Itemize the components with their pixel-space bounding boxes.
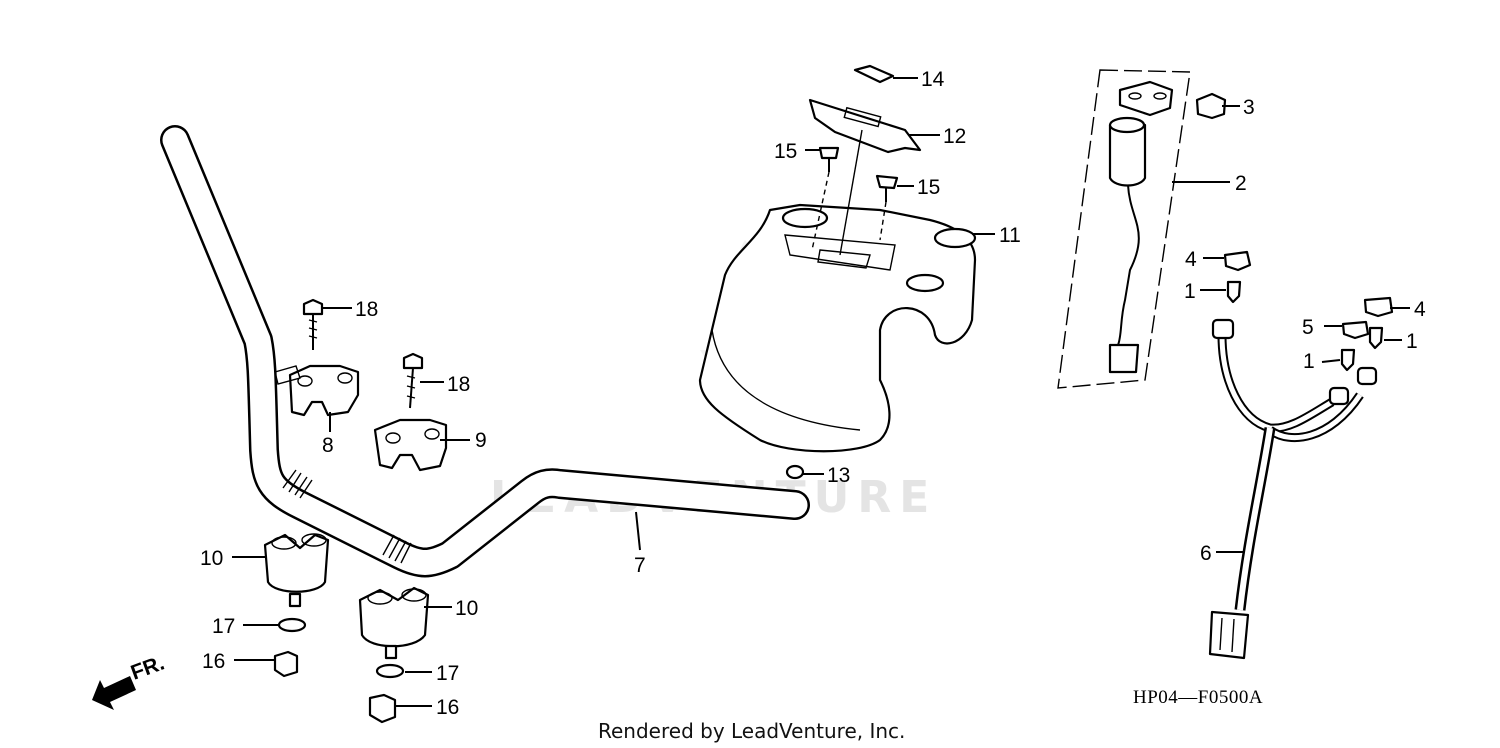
washer-17a[interactable]: [277, 617, 307, 633]
screw-15b[interactable]: [875, 174, 899, 202]
nut-16a[interactable]: [273, 650, 299, 678]
handlebar-cover-11[interactable]: [698, 203, 977, 453]
callout-16b: 16: [436, 696, 459, 719]
callout-1c: 1: [1303, 350, 1315, 373]
callout-17a: 17: [212, 615, 235, 638]
grommet-13[interactable]: [785, 464, 805, 480]
front-arrow-icon: FR.: [92, 652, 167, 710]
callout-11: 11: [999, 224, 1021, 247]
callout-9: 9: [475, 429, 487, 452]
leader-lines: [232, 77, 1410, 707]
diagram-code: HP04—F0500A: [1133, 687, 1263, 708]
front-label: FR.: [128, 652, 168, 685]
callout-15a: 15: [774, 140, 797, 163]
callout-16a: 16: [202, 650, 225, 673]
upper-holder-9[interactable]: [373, 418, 448, 472]
lower-holder-10b[interactable]: [358, 586, 430, 660]
washer-17b[interactable]: [375, 663, 405, 679]
socket-5[interactable]: [1341, 320, 1370, 340]
callout-10b: 10: [455, 597, 478, 620]
credit-text: Rendered by LeadVenture, Inc.: [598, 719, 905, 743]
upper-holder-8[interactable]: [274, 364, 360, 417]
cover-lid-12[interactable]: [808, 98, 922, 154]
bolt-18a[interactable]: [302, 298, 324, 350]
ignition-switch-2[interactable]: [1057, 69, 1191, 389]
lower-holder-10a[interactable]: [263, 533, 330, 608]
callout-18b: 18: [447, 373, 470, 396]
callout-1b: 1: [1406, 330, 1418, 353]
callout-18a: 18: [355, 298, 378, 321]
callout-13: 13: [827, 464, 850, 487]
cap-14[interactable]: [853, 64, 895, 84]
callout-12: 12: [943, 125, 966, 148]
callout-8: 8: [322, 434, 334, 457]
callout-4b: 4: [1414, 298, 1426, 321]
callout-1a: 1: [1184, 280, 1196, 303]
callout-5: 5: [1302, 316, 1314, 339]
nut-16b[interactable]: [368, 693, 397, 724]
bulb-1a[interactable]: [1226, 280, 1242, 304]
socket-4b[interactable]: [1363, 296, 1394, 318]
callout-14: 14: [921, 68, 945, 91]
switch-knob-3[interactable]: [1195, 92, 1227, 120]
callout-7: 7: [634, 554, 646, 577]
callout-10a: 10: [200, 547, 223, 570]
socket-4a[interactable]: [1223, 250, 1252, 272]
callout-15b: 15: [917, 176, 940, 199]
bulb-1c[interactable]: [1340, 348, 1356, 372]
callout-3: 3: [1243, 96, 1255, 119]
callout-4a: 4: [1185, 248, 1197, 271]
screw-15a[interactable]: [818, 146, 840, 172]
wire-harness-6[interactable]: [1208, 318, 1378, 660]
callout-6: 6: [1200, 542, 1212, 565]
bulb-1b[interactable]: [1368, 326, 1384, 350]
bolt-18b[interactable]: [402, 352, 424, 409]
callout-17b: 17: [436, 662, 459, 685]
handlebar[interactable]: [160, 125, 810, 578]
callout-2: 2: [1235, 172, 1247, 195]
